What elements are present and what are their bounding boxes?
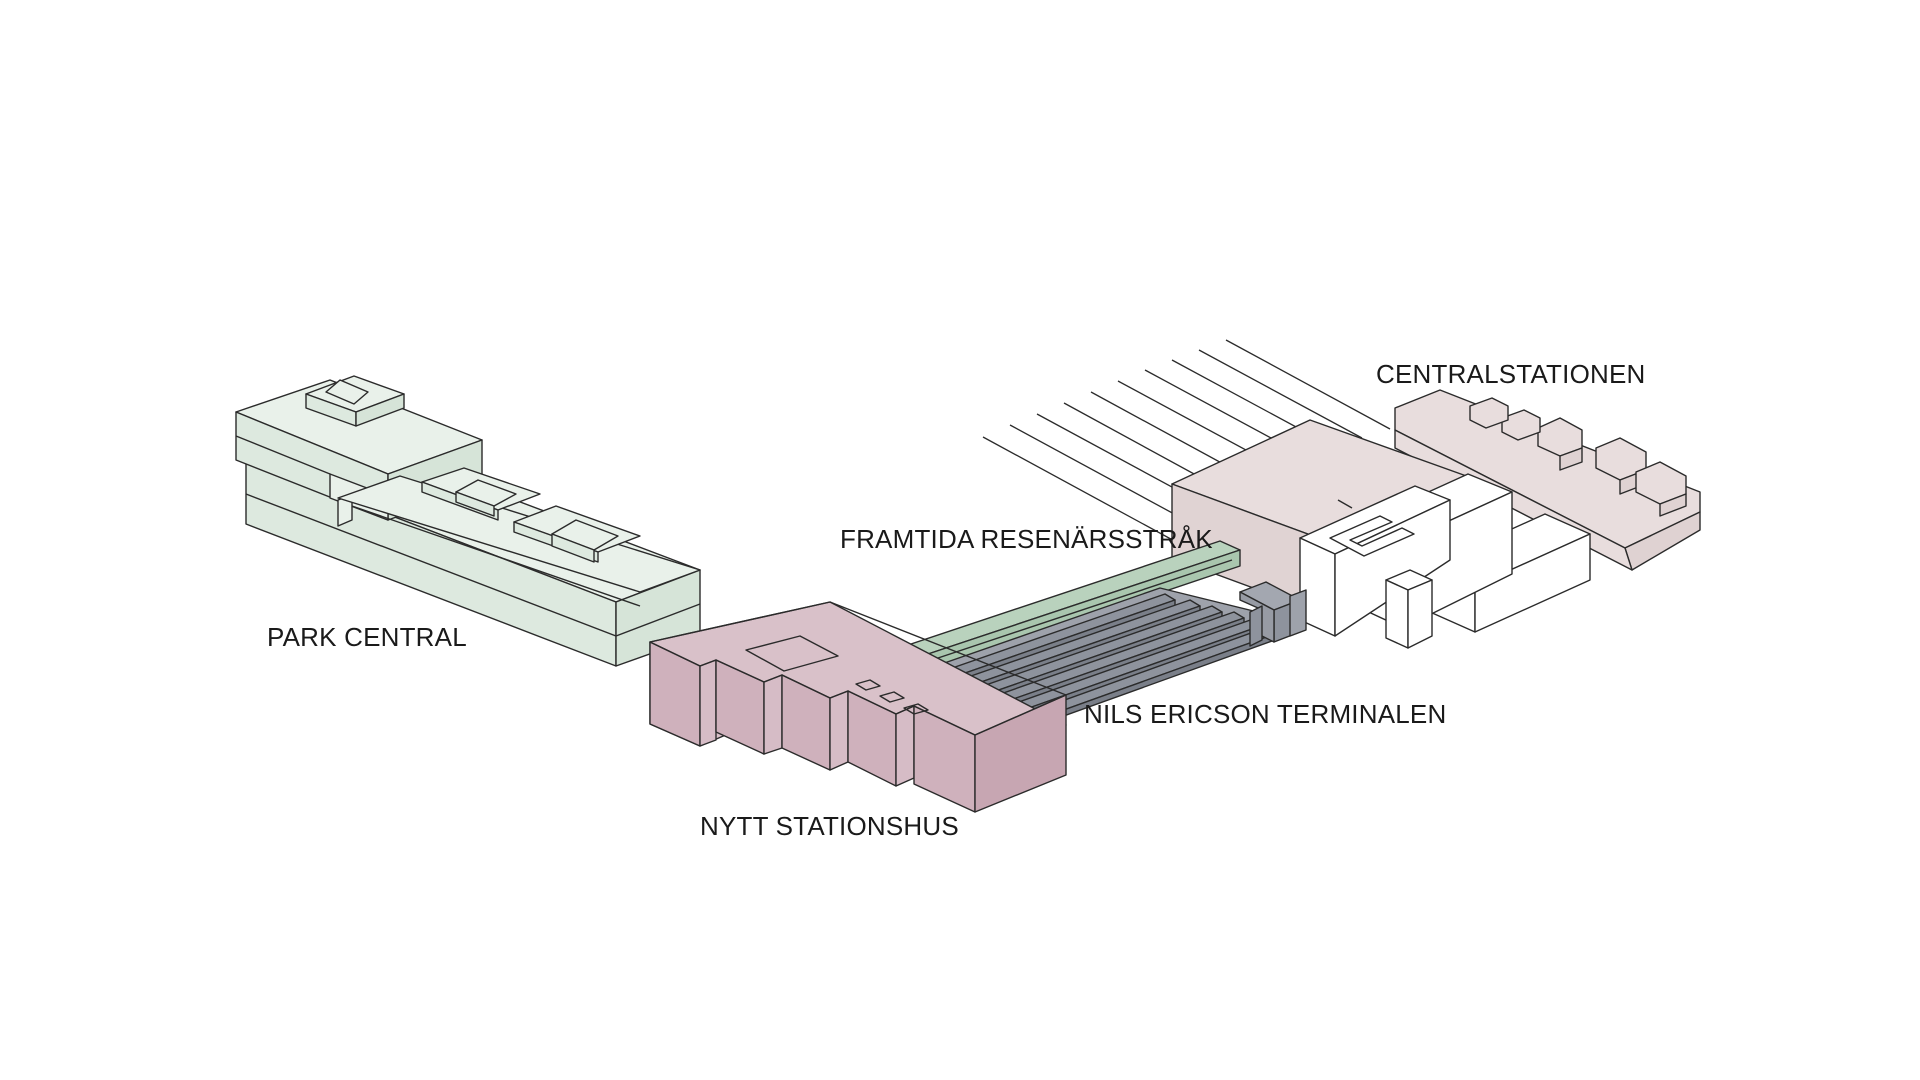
label-nils-ericson-terminalen: NILS ERICSON TERMINALEN bbox=[1084, 699, 1446, 729]
park-central-building bbox=[235, 375, 701, 667]
centralstationen-white-blocks bbox=[1299, 473, 1591, 649]
label-park-central: PARK CENTRAL bbox=[267, 622, 467, 652]
resenarsstrak-walkway bbox=[892, 540, 1241, 677]
label-framtida-resenarsstrak: FRAMTIDA RESENÄRSSTRÅK bbox=[840, 524, 1213, 554]
nils-ericson-terminal bbox=[929, 581, 1307, 737]
diagram-labels: PARK CENTRAL NYTT STATIONSHUS FRAMTIDA R… bbox=[267, 359, 1645, 841]
label-centralstationen: CENTRALSTATIONEN bbox=[1376, 359, 1645, 389]
railway-tracks bbox=[982, 339, 1391, 545]
label-nytt-stationshus: NYTT STATIONSHUS bbox=[700, 811, 959, 841]
nytt-stationshus-building bbox=[649, 601, 1067, 813]
